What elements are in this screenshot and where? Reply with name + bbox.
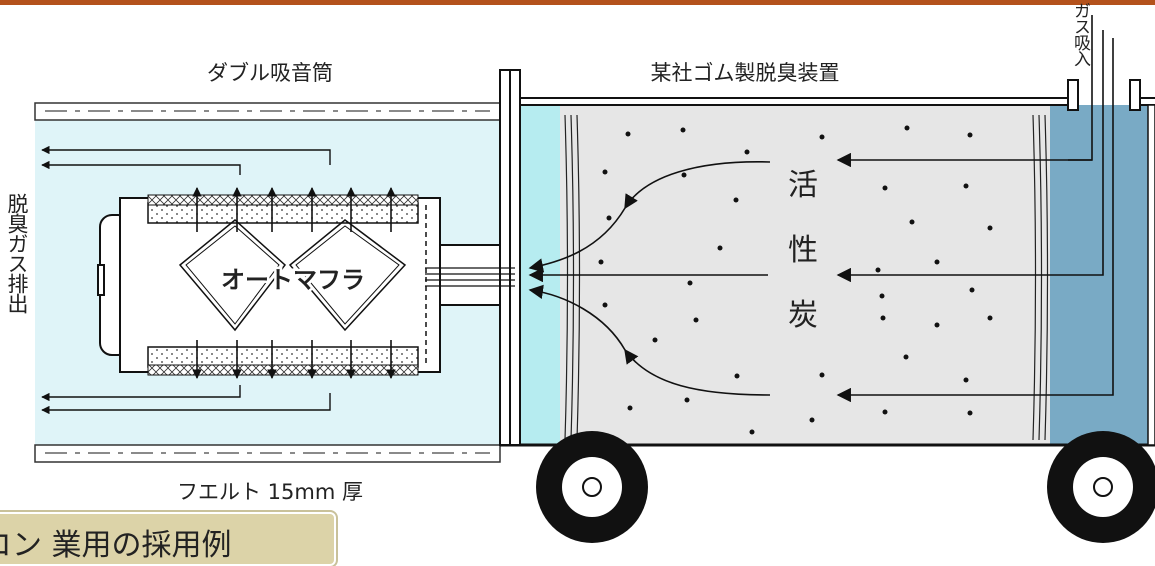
muffler-inlet-lines bbox=[425, 267, 515, 287]
caption-text: コン 業用の採用例 bbox=[0, 528, 232, 563]
intake-label: ガス吸入 bbox=[1070, 2, 1090, 66]
activated-carbon-particles bbox=[598, 125, 993, 435]
muffler-outflow-arrows-top bbox=[192, 187, 396, 232]
wheel-right bbox=[1047, 431, 1155, 543]
exhaust-flow-arrows bbox=[41, 145, 331, 415]
muffler-outflow-arrows-bottom bbox=[192, 340, 396, 379]
carbon-label-3: 炭 bbox=[788, 298, 818, 333]
caption-banner: コン 業用の採用例 bbox=[0, 512, 336, 566]
gas-intake-flow bbox=[528, 15, 1114, 403]
carbon-label-1: 活 bbox=[788, 168, 818, 203]
deodorizer-label: 某社ゴム製脱臭装置 bbox=[651, 61, 840, 85]
exhaust-label: 脱臭ガス排出 bbox=[5, 193, 29, 313]
top-bar bbox=[0, 0, 1155, 5]
muffler-label: オートマフラ bbox=[221, 266, 365, 294]
deodorizer-box bbox=[499, 69, 1155, 447]
double-silencer-label: ダブル吸音筒 bbox=[207, 61, 333, 85]
wheel-left bbox=[536, 431, 648, 543]
deodorizer-diagram: オートマフラ bbox=[0, 0, 1155, 543]
felt-label: フエルト 15mm 厚 bbox=[177, 480, 363, 504]
carbon-label-2: 性 bbox=[788, 233, 818, 268]
